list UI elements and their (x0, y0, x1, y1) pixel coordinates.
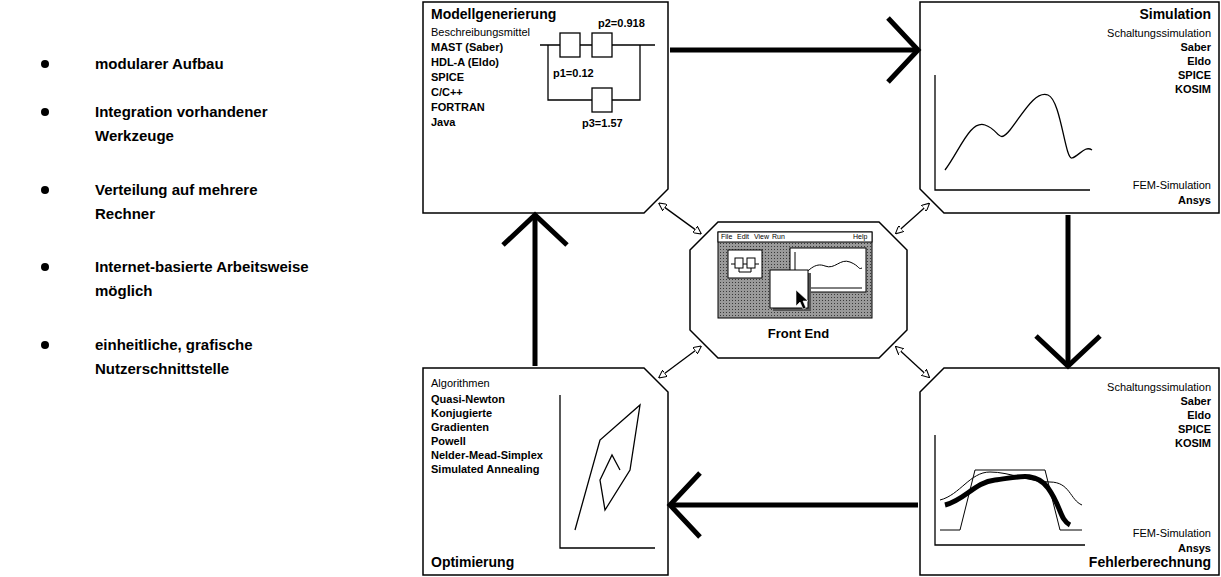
tool-name: SPICE (1178, 422, 1211, 436)
front-end-icon (718, 232, 872, 318)
link-line (659, 346, 701, 377)
bullet-dots (41, 60, 49, 349)
tool-name: C/C++ (431, 85, 463, 99)
arrow-head (670, 473, 700, 537)
tool-name: Eldo (1187, 408, 1211, 422)
block-diagram (540, 33, 655, 112)
arrow-head (888, 18, 918, 82)
tool-name: Ansys (1178, 541, 1211, 555)
tool-name: Ansys (1178, 193, 1211, 207)
flow-arrow (670, 473, 918, 537)
menu-item: Edit (737, 232, 749, 242)
arrow-shaft (670, 503, 918, 508)
simulation-panel: SimulationSchaltungssimulationSaberEldoS… (920, 2, 1219, 213)
node-border (423, 368, 668, 575)
link-line (659, 203, 701, 233)
link-line (896, 347, 929, 378)
panel-heading: Front End (690, 325, 907, 342)
feature-bullet: modularer Aufbau (95, 52, 310, 76)
parameter-value: p2=0.918 (598, 16, 645, 30)
tool-name: KOSIM (1175, 436, 1211, 450)
arrow-head (503, 215, 567, 245)
menu-item: View (754, 232, 769, 242)
tool-name: Saber (1180, 394, 1211, 408)
flow-arrow (670, 18, 918, 82)
model-panel: ModellgenerierungBeschreibungsmittelMAST… (423, 2, 668, 213)
optimization-panel: AlgorithmenQuasi-NewtonKonjugierte Gradi… (423, 368, 668, 575)
feature-bullet: Integration vorhandener Werkzeuge (95, 100, 310, 148)
parameter-value: p3=1.57 (582, 116, 623, 130)
tool-name: Simulated Annealing (431, 462, 539, 476)
error-panel: SchaltungssimulationSaberEldoSPICEKOSIM F… (920, 368, 1219, 575)
tool-name: Java (431, 115, 455, 129)
feature-bullet: Internet-basierte Arbeitsweise möglich (95, 255, 310, 303)
tool-name: Eldo (1187, 54, 1211, 68)
tool-name: FORTRAN (431, 100, 485, 114)
front-end-octagon: Front End (690, 222, 907, 358)
menu-item: Help (853, 232, 867, 242)
feature-bullet: einheitliche, grafische Nutzerschnittste… (95, 333, 310, 381)
category-label: Schaltungssimulation (1107, 380, 1211, 394)
flow-arrow (1036, 215, 1100, 366)
node-border (920, 2, 1219, 213)
tool-name: HDL-A (Eldo) (431, 55, 499, 69)
panel-heading: Optimierung (431, 554, 514, 571)
tool-name: MAST (Saber) (431, 40, 503, 54)
parameter-value: p1=0.12 (553, 66, 594, 80)
link-arrow (896, 347, 929, 378)
tool-name: Saber (1180, 40, 1211, 54)
node-border (920, 368, 1219, 575)
category-label: Algorithmen (431, 376, 490, 390)
link-line (896, 204, 929, 234)
tool-name: KOSIM (1175, 82, 1211, 96)
arrow-head (1036, 336, 1100, 366)
error-plot (935, 435, 1085, 545)
category-label: Beschreibungsmittel (431, 25, 530, 39)
arrow-shaft (1066, 215, 1071, 366)
category-label: Schaltungssimulation (1107, 26, 1211, 40)
menu-item: File (721, 232, 732, 242)
node-border (423, 2, 668, 213)
category-label: FEM-Simulation (1133, 178, 1211, 192)
tool-name: SPICE (1178, 68, 1211, 82)
panel-heading: Modellgenerierung (431, 6, 556, 23)
node-outline (920, 368, 1219, 575)
simulation-plot (935, 75, 1092, 190)
link-arrow (659, 203, 701, 233)
tool-name: Konjugierte Gradienten (431, 406, 536, 434)
flow-arrow (503, 215, 567, 366)
tool-name: SPICE (431, 70, 464, 84)
feature-bullet: Verteilung auf mehrere Rechner (95, 178, 310, 226)
arrow-shaft (533, 215, 538, 366)
menu-item: Run (772, 232, 785, 242)
link-arrow (659, 346, 701, 377)
tool-name: Quasi-Newton (431, 392, 505, 406)
category-label: FEM-Simulation (1133, 526, 1211, 540)
panel-heading: Fehlerberechnung (1089, 554, 1211, 571)
tool-name: Nelder-Mead-Simplex (431, 448, 543, 462)
link-arrow (896, 204, 929, 234)
panel-heading: Simulation (1139, 6, 1211, 23)
arrow-shaft (670, 48, 918, 53)
optimization-plot (560, 395, 655, 548)
tool-name: Powell (431, 434, 466, 448)
node-border (690, 222, 907, 358)
